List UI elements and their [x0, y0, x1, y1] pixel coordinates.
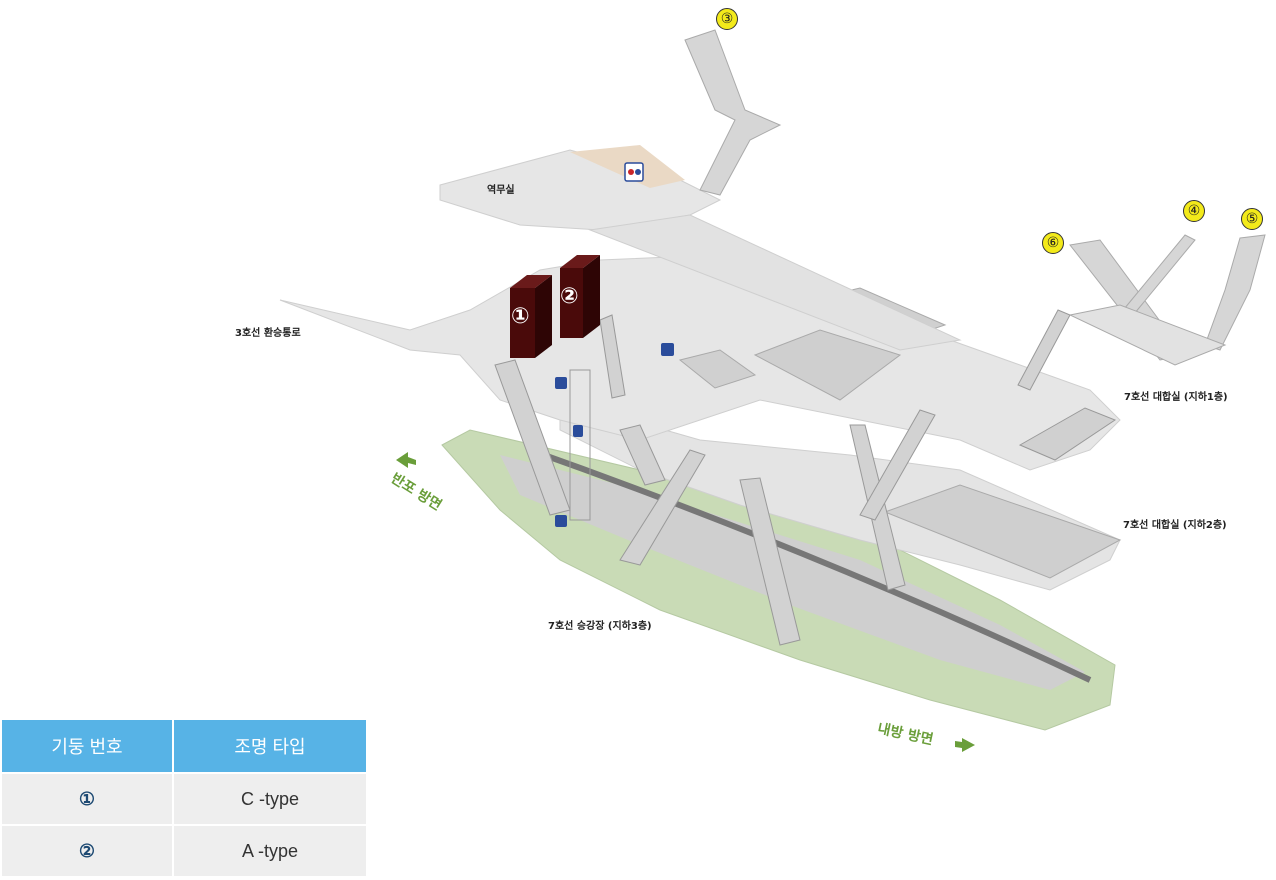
legend-table: 기둥 번호 조명 타입 ① C -type ② A -type [2, 720, 368, 878]
exit-4-badge: ④ [1183, 200, 1205, 222]
exit-3-stair [684, 29, 782, 196]
elevator-icon [573, 425, 583, 437]
arrow-left-icon [396, 452, 416, 468]
pillar-2-side [583, 255, 600, 338]
exit-6-badge: ⑥ [1042, 232, 1064, 254]
b1-box-c [678, 349, 757, 389]
pillar-2-top [560, 255, 600, 268]
restroom-icon [555, 377, 567, 389]
label-concourse-b1: 7호선 대합실 (지하1층) [1124, 392, 1228, 403]
pillar-2-front [560, 268, 583, 338]
legend-pillar-cell: ② [2, 825, 174, 878]
pillar-2-label: ② [560, 284, 579, 309]
label-platform-b3: 7호선 승강장 (지하3층) [548, 621, 652, 632]
restroom-icon [555, 515, 567, 527]
pillar-1-label: ① [511, 304, 530, 329]
escalator [739, 477, 801, 646]
label-station-office: 역무실 [487, 185, 515, 196]
restroom-icon-man [628, 169, 634, 175]
upper-corridor [588, 214, 962, 351]
table-row: ② A -type [2, 825, 368, 878]
label-concourse-b2: 7호선 대합실 (지하2층) [1123, 520, 1227, 531]
exit-3-badge: ③ [716, 8, 738, 30]
arrow-right-icon [955, 738, 975, 752]
escalator [599, 314, 626, 399]
legend-header-type: 조명 타입 [173, 720, 368, 774]
concourse-b2-room [883, 484, 1122, 579]
restroom-icon [661, 343, 674, 356]
table-row: ① C -type [2, 773, 368, 826]
b1-box-b [1018, 407, 1117, 461]
platform-edge [529, 447, 1092, 683]
legend-type-cell: A -type [173, 825, 368, 878]
legend-pillar-cell: ① [2, 773, 174, 826]
escalator [619, 449, 706, 566]
legend-header-row: 기둥 번호 조명 타입 [2, 720, 368, 774]
pillar-1-front [510, 288, 535, 358]
pillar-1-side [535, 275, 552, 358]
exit-5-stair [1204, 234, 1266, 351]
platform-track [500, 455, 1085, 690]
escalator [1017, 309, 1071, 391]
label-line3-transfer: 3호선 환승통로 [235, 328, 301, 339]
legend-type-cell: C -type [173, 773, 368, 826]
exit-5-badge: ⑤ [1241, 208, 1263, 230]
b1-void [753, 329, 902, 401]
escalator [859, 409, 936, 521]
restroom-icon-woman [635, 169, 641, 175]
elevator-shaft [569, 369, 591, 521]
exit-landing [1068, 304, 1227, 366]
pillar-1-top [510, 275, 552, 288]
escalator [619, 424, 666, 486]
legend-header-pillar: 기둥 번호 [2, 720, 174, 774]
